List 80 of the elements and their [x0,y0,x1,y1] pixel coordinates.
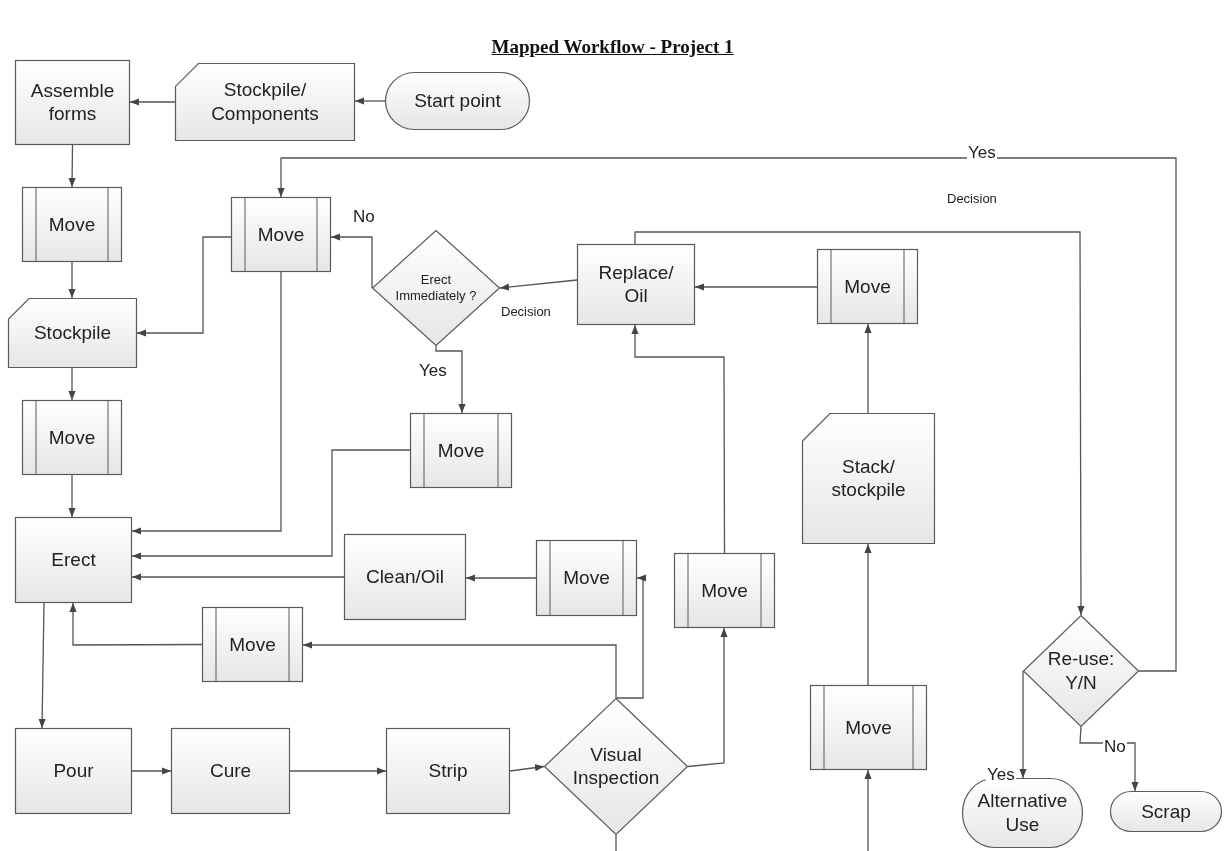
subprocess-box [22,400,122,475]
node-text: Move [436,438,486,463]
connector-arrow [129,98,176,106]
process-box [15,728,132,814]
process-box [577,244,695,325]
connector-arrow [864,769,872,851]
connector-arrow [131,449,411,560]
node-text: Re-use: Y/N [1046,647,1116,695]
subprocess-box [202,607,303,682]
subprocess-box [810,685,927,770]
connector-arrow [69,602,203,646]
diagram-title: Mapped Workflow - Project 1 [491,36,734,57]
subprocess-box [410,413,512,488]
subprocess-box [817,249,918,324]
node-text: Erect Immediately ? [394,271,478,305]
process-box [171,728,290,814]
connector-arrow [302,641,617,699]
node-text: Cure [208,759,253,783]
decision-diamond [372,230,500,346]
connector-arrow [864,543,872,686]
node-text: Move [47,425,97,450]
node-text: Scrap [1140,799,1192,824]
node-text: Stockpile/ Components [210,78,320,126]
connector-arrow [354,97,386,105]
connector-arrow [38,602,46,729]
node-text: Replace/ Oil [597,260,675,309]
node-text: Assemble forms [29,78,116,127]
connector-arrow [499,279,578,291]
card-shape [802,413,935,544]
node-text: Alternative Use [976,789,1069,837]
terminator-shape [1110,791,1222,832]
node-text: Move [228,632,277,657]
connector-arrow [131,573,345,581]
process-box [344,534,466,620]
connector-arrow [330,233,373,289]
connector-arrow [631,324,726,554]
process-box [386,728,510,814]
process-box [15,60,130,145]
node-text: Stack/ stockpile [830,454,907,503]
connector-arrow [68,474,76,518]
node-text: Move [700,578,749,603]
terminator-shape [385,72,530,130]
node-text: Move [843,274,892,299]
connector-arrow [289,767,387,775]
connector-arrow [694,283,818,291]
node-text: Erect [50,548,97,572]
node-text: Strip [427,759,469,783]
subprocess-box [674,553,775,628]
connector-arrow [68,367,76,401]
decision-diamond [544,698,688,835]
connector-arrow [131,767,172,775]
node-text: Stockpile [32,321,113,345]
connector-arrow [68,144,76,188]
connector-arrow [634,231,1085,616]
card-shape [175,63,355,141]
node-text: Move [562,566,611,590]
node-text: Visual Inspection [571,742,661,791]
node-text: Start point [413,89,502,113]
connector-arrow [136,236,232,337]
connector-arrow [687,627,728,768]
node-text: Move [47,212,97,237]
card-shape [8,298,137,368]
node-text: Clean/Oil [364,565,446,589]
process-box [15,517,132,603]
subprocess-box [22,187,122,262]
connector-arrow [277,157,1177,672]
subprocess-box [231,197,331,272]
connector-arrow [465,574,537,582]
connector-arrow [68,261,76,299]
connector-arrow [131,271,282,535]
subprocess-box [536,540,637,616]
connector-arrow [1019,670,1027,779]
node-text: Move [256,222,306,247]
connector-arrow [435,345,466,414]
connector-arrow [615,574,646,699]
node-text: Move [844,715,893,740]
connector-arrow [509,764,545,772]
node-text: Pour [52,759,95,783]
connector-arrow [864,323,872,414]
decision-diamond [1023,615,1139,727]
